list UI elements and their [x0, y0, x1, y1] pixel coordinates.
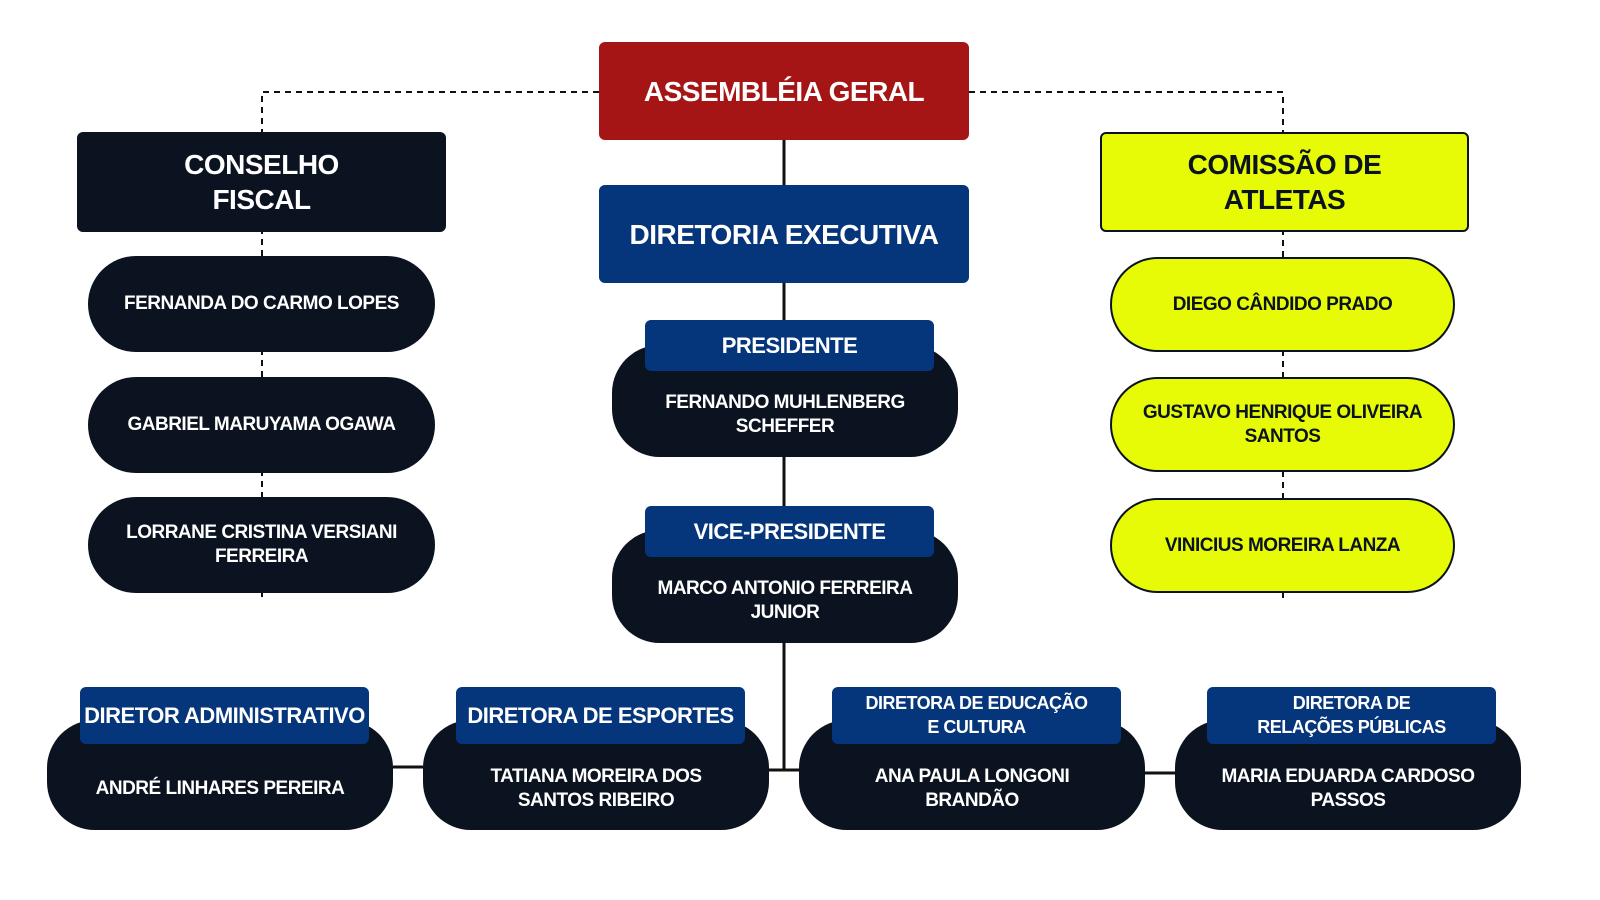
fiscal-council-box: CONSELHO FISCAL [77, 132, 446, 232]
athlete-member: DIEGO CÂNDIDO PRADO [1110, 257, 1455, 352]
fiscal-member: LORRANE CRISTINA VERSIANI FERREIRA [88, 497, 435, 593]
director-role-label: DIRETORA DE ESPORTES [456, 687, 745, 744]
president-role-label: PRESIDENTE [645, 320, 934, 371]
assembly-box: ASSEMBLÉIA GERAL [599, 42, 969, 140]
fiscal-member: GABRIEL MARUYAMA OGAWA [88, 377, 435, 473]
athlete-member: VINICIUS MOREIRA LANZA [1110, 498, 1455, 593]
vice-president-role-label: VICE-PRESIDENTE [645, 506, 934, 557]
fiscal-member: FERNANDA DO CARMO LOPES [88, 256, 435, 352]
executive-board-box: DIRETORIA EXECUTIVA [599, 185, 969, 283]
athlete-member: GUSTAVO HENRIQUE OLIVEIRA SANTOS [1110, 377, 1455, 472]
director-role-label: DIRETORA DE EDUCAÇÃO E CULTURA [832, 687, 1121, 744]
director-role-label: DIRETOR ADMINISTRATIVO [80, 687, 369, 744]
athletes-commission-box: COMISSÃO DE ATLETAS [1100, 132, 1469, 232]
director-role-label: DIRETORA DE RELAÇÕES PÚBLICAS [1207, 687, 1496, 744]
